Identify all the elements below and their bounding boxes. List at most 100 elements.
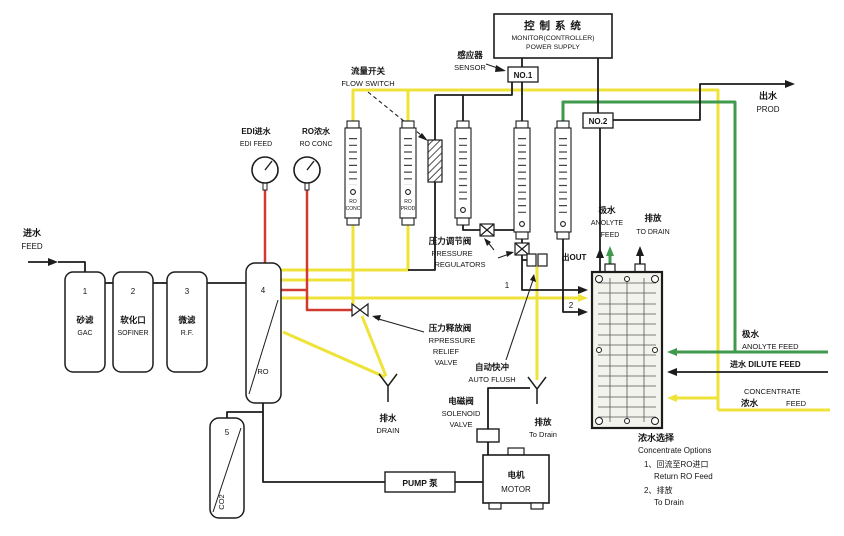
rotameter-2-float <box>405 189 411 195</box>
options-title-en: Concentrate Options <box>638 446 711 455</box>
pretreatment-tanks <box>64 271 208 373</box>
rotameter-3-float <box>460 207 466 213</box>
flow-switch-label-cn: 流量开关 <box>351 66 386 76</box>
controller-title-en1: MONITOR(CONTROLLER) <box>512 35 595 42</box>
ro-gauge-stem <box>304 182 310 191</box>
conc-right-label-cn: 浓水 <box>741 398 759 408</box>
solenoid-label-cn: 电磁阀 <box>448 396 474 406</box>
control-system <box>493 13 614 129</box>
flow-switch-body <box>427 139 443 183</box>
edi-port2-number: 2 <box>569 301 574 310</box>
dilute-right-label: 进水 DILUTE FEED <box>730 359 801 369</box>
tank1-cn: 砂滤 <box>75 315 94 325</box>
rotameter-5-cap-top <box>556 120 570 129</box>
edi-gauge-label-en: EDI FEED <box>240 141 272 148</box>
r3-regulator-pipe <box>462 225 480 231</box>
conc-right-label-en1: CONCENTRATE <box>744 387 801 396</box>
conc-right-label-en2: FEED <box>786 399 807 408</box>
black-arrows <box>48 65 795 376</box>
ro-drain-pipe <box>282 330 386 379</box>
no2-box <box>582 112 614 129</box>
rotameter-2-cap-top <box>401 120 415 129</box>
co2-vessel <box>209 417 245 519</box>
auto-flush-label-cn: 自动快冲 <box>475 362 510 372</box>
prod-out-pipe <box>613 83 785 121</box>
ro-prod-feed-pipe <box>281 225 410 272</box>
tank5-num: 5 <box>225 428 230 437</box>
options-opt2-en: To Drain <box>654 498 684 507</box>
rotameter-5-tube <box>554 127 572 233</box>
rotameter1-tag-1: RO <box>349 199 357 205</box>
ro-vessel-body <box>245 262 282 404</box>
feed-label-en: FEED <box>21 242 43 251</box>
rotameter2-tag-1: RO <box>404 199 412 205</box>
options-opt1-cn: 1、回流至RO进口 <box>644 459 708 469</box>
rotameter-5-cap-bottom <box>556 231 570 240</box>
options-title-cn: 浓水选择 <box>638 432 675 443</box>
edi-gauge-needle <box>264 160 273 171</box>
relief-leader <box>374 317 425 333</box>
tank1-en: GAC <box>77 330 92 337</box>
solenoid-label-en1: SOLENOID <box>442 409 481 418</box>
regulator-arrowhead-1 <box>484 238 491 246</box>
controller-title-en2: POWER SUPPLY <box>526 44 580 51</box>
solenoid-label-en2: VALVE <box>449 420 472 429</box>
green-arrows <box>606 246 677 356</box>
anolyte-arrowhead <box>667 348 677 356</box>
tank4-en: RO <box>257 367 268 376</box>
pump-motor <box>384 447 550 510</box>
tank-softener-body <box>112 271 154 373</box>
auto-flush-arrowhead <box>530 274 536 282</box>
ro-bottom-pipe <box>262 403 385 483</box>
relief-label-en1: RPRESSURE <box>429 336 476 345</box>
rotameters <box>344 120 572 240</box>
tank3-cn: 微滤 <box>177 315 196 325</box>
pr2-x2 <box>514 242 530 256</box>
rotameter-3-cap-top <box>456 120 470 129</box>
rotameter2-tag-2: PROD <box>401 206 416 212</box>
tank-gac-body <box>64 271 106 373</box>
edi-out-label: 出OUT <box>562 252 587 262</box>
controller-title-cn: 控 制 系 统 <box>524 19 582 32</box>
relief-label-cn: 压力释放阀 <box>429 323 472 333</box>
black-pipes <box>28 58 828 483</box>
regulator-arrowhead-2 <box>506 251 514 257</box>
ro-conc-gauge-pipe <box>305 190 352 312</box>
ro-vessel <box>245 262 282 404</box>
ro-gauge-label-cn: RO浓水 <box>302 126 331 136</box>
pressure-gauges <box>251 156 321 191</box>
solenoid-upper-pipe <box>487 387 530 429</box>
co2-diagonal-line <box>212 427 242 513</box>
tank5-en: CO2 <box>217 494 226 509</box>
flowswitch-bottom-pipe <box>408 182 436 271</box>
concentrate-arrowhead <box>667 394 677 402</box>
edi-grid <box>598 278 656 422</box>
rotameter-1-cap-top <box>346 120 360 129</box>
feed-inlet-pipe <box>58 261 86 272</box>
edi-top-drain-arrowhead <box>636 246 644 256</box>
sensor-arrowhead <box>495 65 506 72</box>
drain-top-label-en: TO DRAIN <box>636 229 669 236</box>
rotameter-3-tube <box>454 127 472 219</box>
flow-switch-arrowhead <box>418 133 428 141</box>
yellow-arrows <box>578 294 677 402</box>
feed-arrowhead <box>48 258 58 266</box>
relief-arrowhead <box>372 315 381 321</box>
valves <box>351 223 548 443</box>
leader-lines <box>367 63 535 361</box>
tank2-num: 2 <box>131 287 136 296</box>
edi-out-arrowhead <box>596 248 604 258</box>
motor-foot-left <box>488 502 502 510</box>
motor-top-stub <box>507 447 525 456</box>
auto-flush-label-en: AUTO FLUSH <box>468 375 515 384</box>
tank-microfilter-body <box>166 271 208 373</box>
no2-label: NO.2 <box>589 117 608 126</box>
motor-label-en: MOTOR <box>501 485 531 494</box>
sensor-label-cn: 感应器 <box>457 50 483 60</box>
rotameter-1-float <box>350 189 356 195</box>
anolyte-right-label-en: ANOLYTE FEED <box>742 342 799 351</box>
co2-branch-pipe <box>226 411 263 418</box>
relief-label-en3: VALVE <box>434 358 457 367</box>
tank4-num: 4 <box>261 286 266 295</box>
